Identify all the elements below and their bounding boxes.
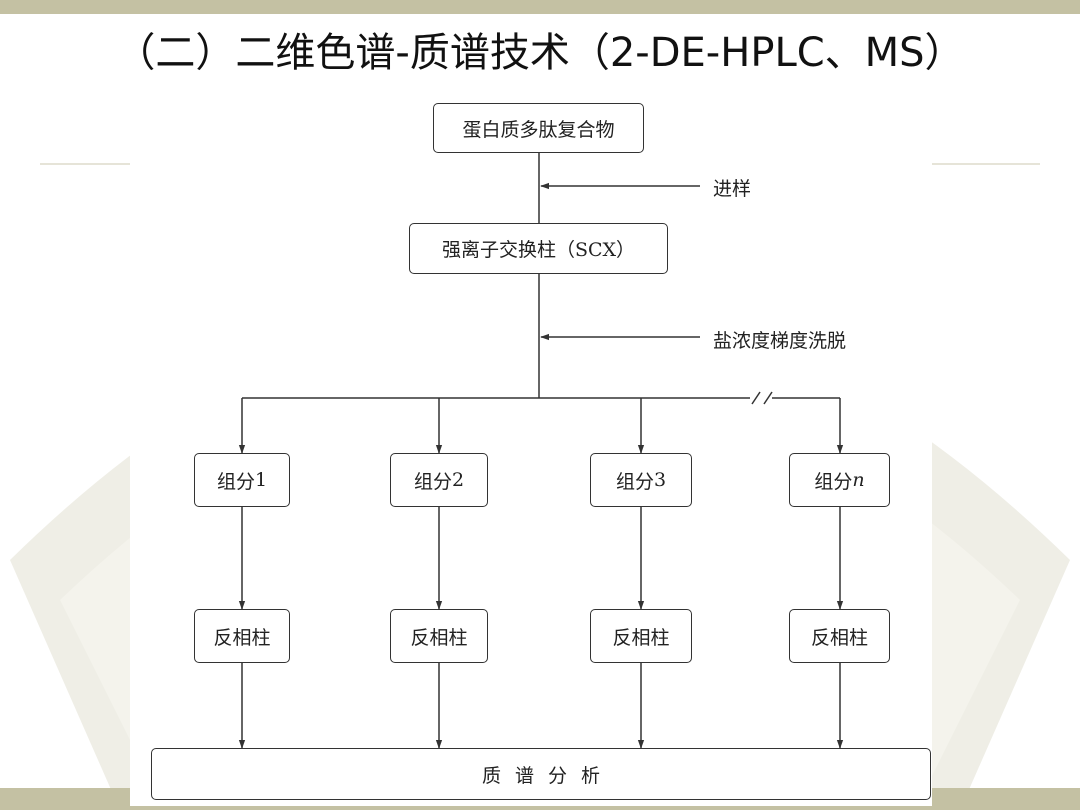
mass-spectrometry-node: 质谱分析: [151, 748, 931, 800]
scx-column-node: 强离子交换柱（SCX）: [409, 223, 668, 274]
reverse-phase-column-node-n: 反相柱: [789, 609, 890, 663]
bus-break-mark-1: [751, 391, 761, 405]
fraction-number: 1: [254, 469, 268, 491]
injection-label: 进样: [713, 178, 752, 200]
flowchart-connectors: [238, 153, 844, 749]
fraction-prefix: 组分: [413, 470, 452, 493]
protein-peptide-complex-node: 蛋白质多肽复合物: [433, 103, 644, 153]
slide-title: （二）二维色谱-质谱技术（2-DE-HPLC、MS）: [115, 30, 965, 76]
top-decor-band: [0, 0, 1080, 14]
fraction-prefix: 组分: [615, 470, 654, 493]
reverse-phase-column-node-3: 反相柱: [590, 609, 692, 663]
reverse-phase-column-node-1: 反相柱: [194, 609, 290, 663]
bus-break-mark-2: [763, 391, 773, 405]
fraction-number: 3: [653, 469, 667, 491]
fraction-prefix: 组分: [814, 470, 853, 493]
elution-label: 盐浓度梯度洗脱: [713, 330, 847, 352]
reverse-phase-column-node-2: 反相柱: [390, 609, 488, 663]
fraction-number: n: [852, 469, 865, 491]
fraction-prefix: 组分: [216, 470, 255, 493]
fraction-number: 2: [451, 469, 465, 491]
